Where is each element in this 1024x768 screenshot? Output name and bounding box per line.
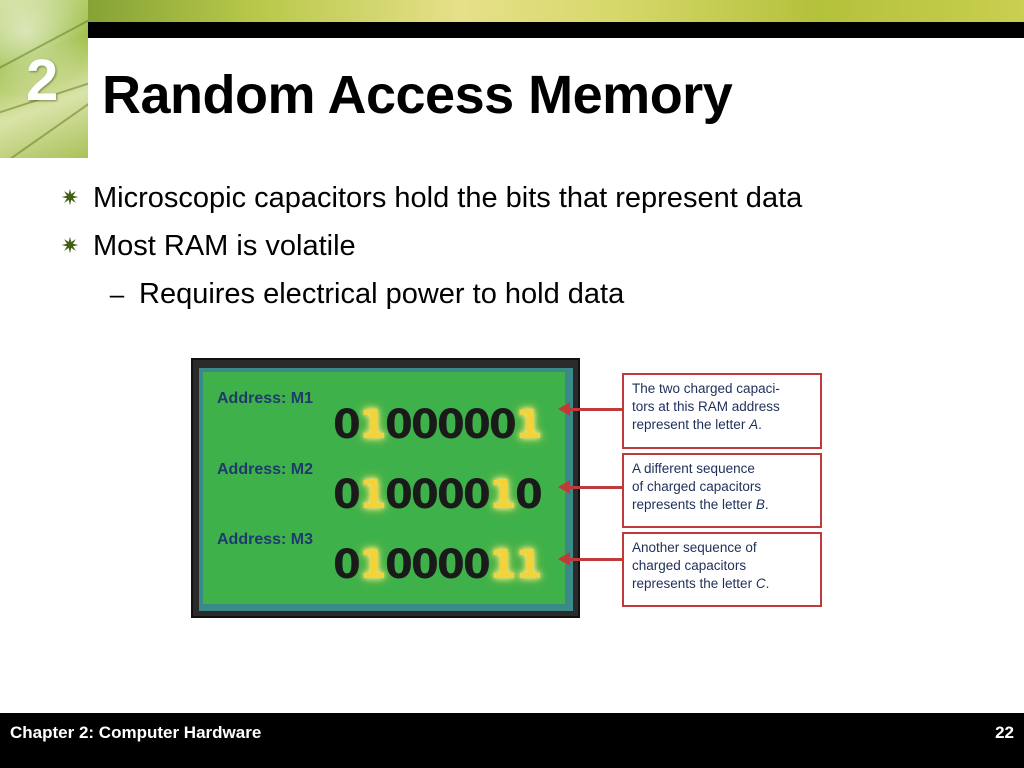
callout-text: . bbox=[765, 576, 770, 591]
chapter-number: 2 bbox=[26, 48, 59, 113]
bit: 1 bbox=[359, 472, 387, 518]
callout-arrow-icon bbox=[558, 402, 622, 416]
bullet-text: Microscopic capacitors hold the bits tha… bbox=[93, 182, 803, 214]
dash-bullet-icon: – bbox=[109, 279, 125, 309]
bit: 0 bbox=[437, 472, 465, 518]
callout-line: represents the letter C. bbox=[632, 575, 812, 593]
bit: 0 bbox=[333, 402, 361, 448]
chapter-tile: 2 bbox=[0, 0, 88, 158]
bit: 0 bbox=[463, 542, 491, 588]
ram-figure: Address: M1 01000001 Address: M2 0100001… bbox=[191, 358, 580, 618]
bullet-text: Requires electrical power to hold data bbox=[139, 278, 625, 310]
callout-text: represents the letter bbox=[632, 497, 756, 512]
bit: 1 bbox=[359, 402, 387, 448]
slide-title: Random Access Memory bbox=[102, 65, 733, 125]
bit: 0 bbox=[437, 402, 465, 448]
footer-chapter-title: Chapter 2: Computer Hardware bbox=[10, 723, 262, 742]
star-bullet-icon: ✷ bbox=[60, 185, 80, 210]
bullet-text: Most RAM is volatile bbox=[93, 230, 356, 262]
callout-m1: The two charged capaci- tors at this RAM… bbox=[622, 373, 822, 449]
callout-line: A different sequence bbox=[632, 461, 755, 476]
callout-m3: Another sequence of charged capacitors r… bbox=[622, 532, 822, 607]
bullet-list: ✷ Microscopic capacitors hold the bits t… bbox=[56, 176, 996, 320]
bit: 1 bbox=[489, 472, 517, 518]
callout-line: Another sequence of bbox=[632, 540, 757, 555]
bit: 0 bbox=[385, 402, 413, 448]
callout-m2: A different sequence of charged capacito… bbox=[622, 453, 822, 528]
bullet-item: ✷ Most RAM is volatile bbox=[56, 224, 996, 272]
bit: 0 bbox=[333, 472, 361, 518]
ram-frame: Address: M1 01000001 Address: M2 0100001… bbox=[199, 368, 573, 611]
bit: 0 bbox=[463, 472, 491, 518]
callout-line: charged capacitors bbox=[632, 558, 747, 573]
title-bar-stripe bbox=[88, 22, 1024, 38]
bit: 1 bbox=[359, 542, 387, 588]
callout-letter: A bbox=[749, 417, 759, 432]
callout-arrow-icon bbox=[558, 480, 622, 494]
bit: 0 bbox=[463, 402, 491, 448]
bullet-item: ✷ Microscopic capacitors hold the bits t… bbox=[56, 176, 996, 224]
callout-letter: C bbox=[755, 576, 766, 591]
ram-board: Address: M1 01000001 Address: M2 0100001… bbox=[203, 372, 565, 604]
bit: 0 bbox=[437, 542, 465, 588]
bit-row-m1: 01000001 bbox=[333, 402, 543, 448]
slide-footer: Chapter 2: Computer Hardware 22 bbox=[0, 713, 1024, 768]
bit: 0 bbox=[411, 472, 439, 518]
bit: 0 bbox=[385, 472, 413, 518]
callout-line: of charged capacitors bbox=[632, 479, 762, 494]
bit: 0 bbox=[385, 542, 413, 588]
bit-row-m2: 01000010 bbox=[333, 472, 543, 518]
bit: 1 bbox=[515, 542, 543, 588]
bit: 0 bbox=[489, 402, 517, 448]
star-bullet-icon: ✷ bbox=[60, 233, 80, 258]
address-label-m2: Address: M2 bbox=[217, 461, 314, 478]
bit: 0 bbox=[333, 542, 361, 588]
callout-text: represents the letter bbox=[632, 576, 756, 591]
callout-letter: B bbox=[755, 497, 765, 512]
callout-line: represent the letter A. bbox=[632, 416, 812, 434]
callout-line: The two charged capaci- bbox=[632, 381, 780, 396]
callout-arrow-icon bbox=[558, 552, 622, 566]
callout-line: represents the letter B. bbox=[632, 496, 812, 514]
address-label-m3: Address: M3 bbox=[217, 531, 314, 548]
page-number: 22 bbox=[995, 723, 1014, 742]
bit: 0 bbox=[411, 542, 439, 588]
bit: 0 bbox=[411, 402, 439, 448]
bit: 1 bbox=[515, 402, 543, 448]
sub-bullet-item: – Requires electrical power to hold data bbox=[56, 272, 996, 320]
address-label-m1: Address: M1 bbox=[217, 390, 314, 407]
callout-line: tors at this RAM address bbox=[632, 399, 780, 414]
bit: 1 bbox=[489, 542, 517, 588]
callout-text: represent the letter bbox=[632, 417, 750, 432]
bit-row-m3: 01000011 bbox=[333, 542, 543, 588]
callout-text: . bbox=[764, 497, 769, 512]
callout-text: . bbox=[758, 417, 762, 432]
decorative-banner bbox=[0, 0, 1024, 22]
bit: 0 bbox=[515, 472, 543, 518]
